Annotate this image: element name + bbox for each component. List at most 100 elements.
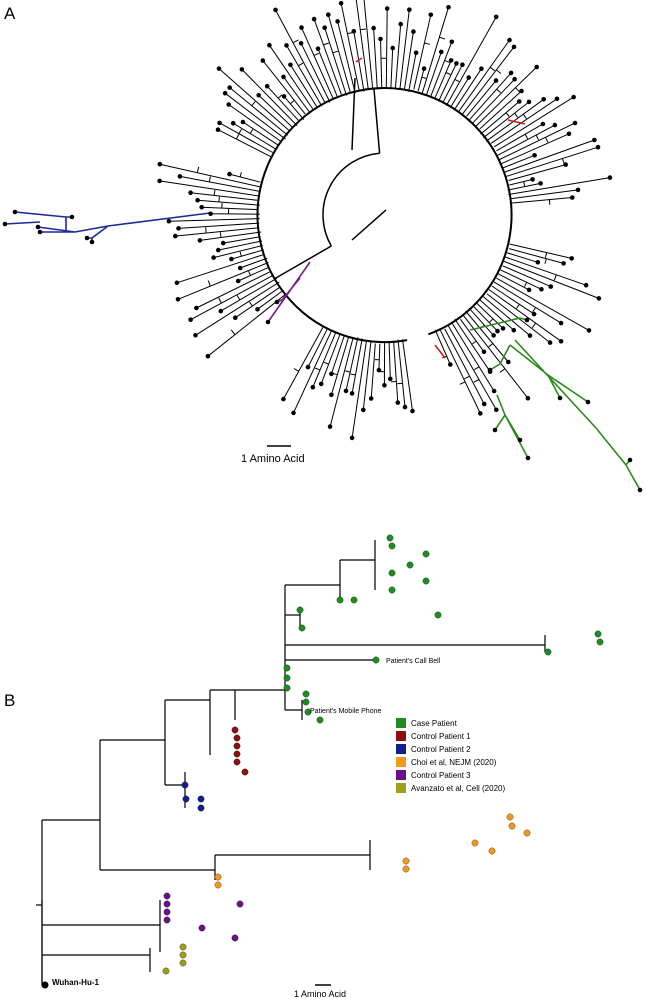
panel-b-tip-control-patient-3	[163, 916, 171, 924]
panel-b-tip-choi	[523, 829, 531, 837]
panel-a-branch	[478, 298, 515, 331]
panel-a-branch	[442, 64, 463, 103]
panel-a-branch	[449, 77, 470, 108]
panel-a-branch	[217, 129, 272, 158]
panel-a-branch	[532, 307, 537, 313]
panel-a-branch	[208, 176, 211, 183]
panel-a-label: A	[4, 4, 16, 23]
panel-a-tip	[260, 58, 266, 63]
panel-a-branch	[489, 318, 494, 323]
panel-a-branch	[235, 286, 280, 319]
panel-a-arc	[322, 152, 380, 247]
panel-a-tip	[218, 308, 224, 314]
panel-a-branch	[445, 16, 497, 106]
panel-b-tip-case-patient	[386, 534, 394, 542]
panel-a-tip	[273, 7, 278, 13]
panel-a-tip	[157, 161, 163, 167]
panel-a-branch	[239, 172, 242, 178]
panel-a-branch	[196, 166, 200, 173]
panel-a-branch	[293, 329, 333, 414]
panel-a-tip	[449, 39, 455, 45]
panel-a-tip	[410, 408, 415, 414]
panel-a-tip	[188, 317, 193, 323]
panel-a-tip	[495, 328, 500, 334]
panel-a-tip	[318, 381, 324, 387]
panel-b-tip-case-patient	[434, 611, 442, 619]
panel-b-tip-control-patient-1	[241, 768, 249, 776]
panel-a-branch	[323, 42, 329, 46]
panel-a-branch	[312, 331, 337, 388]
panel-b-tip-control-patient-2	[197, 795, 205, 803]
panel-a-tip	[166, 218, 172, 224]
panel-a-branch	[523, 181, 526, 187]
panel-a-branch	[474, 66, 538, 128]
panel-b-tip-control-patient-3	[198, 924, 206, 932]
panel-a-tip	[572, 120, 578, 126]
panel-a-branch	[258, 94, 294, 129]
panel-a-branch	[327, 14, 352, 94]
panel-a-tip	[193, 333, 198, 338]
panel-a-branch	[324, 27, 347, 96]
panel-a-branch	[353, 31, 365, 92]
panel-a-tip	[267, 42, 272, 48]
panel-a-tip	[596, 296, 602, 301]
panel-a-branch	[373, 28, 378, 90]
panel-a-tip	[627, 457, 633, 463]
panel-a-tip	[558, 339, 564, 344]
panel-a-branch	[237, 266, 269, 282]
panel-a-tip	[491, 333, 496, 338]
panel-a-branch	[483, 101, 530, 139]
panel-a-branch	[231, 249, 264, 260]
panel-a-branch	[232, 122, 277, 150]
panel-a-tip	[395, 400, 401, 405]
panel-a-branch	[286, 45, 323, 107]
panel-a-branch	[213, 244, 263, 259]
panel-a-branch	[199, 231, 262, 241]
panel-b-tip-avanzato	[162, 967, 170, 975]
panel-a-branch	[218, 297, 222, 304]
panel-a-tip	[235, 278, 241, 284]
panel-a-tip	[338, 0, 344, 6]
panel-a-branch	[498, 268, 542, 290]
panel-b-tip-choi	[488, 847, 496, 855]
panel-a-tip	[569, 256, 574, 261]
panel-b-tip-control-patient-3	[163, 900, 171, 908]
panel-a-branch	[434, 329, 451, 365]
panel-b-tip-case-patient	[350, 596, 358, 604]
panel-a-branch	[408, 52, 417, 92]
panel-a-tip	[478, 411, 483, 416]
panel-a-branch	[450, 321, 495, 392]
panel-a-branch	[168, 218, 260, 222]
legend-item: Control Patient 3	[396, 770, 471, 780]
panel-a-tip	[89, 239, 95, 245]
panel-a-branch	[207, 280, 211, 287]
panel-a-branch	[301, 27, 334, 99]
panel-a-branch	[454, 318, 491, 372]
panel-a-branch	[241, 69, 298, 126]
panel-b-tip-control-patient-1	[233, 758, 241, 766]
panel-a-tip	[592, 137, 597, 143]
panel-b-tip-case-patient	[596, 638, 604, 646]
panel-a-branch	[544, 252, 548, 258]
panel-a-tip	[384, 6, 390, 11]
panel-a-tip	[390, 45, 396, 51]
panel-a-branch	[459, 381, 466, 385]
panel-a-tip	[454, 61, 459, 66]
panel-a-branch	[345, 337, 359, 392]
panel-a-branch	[248, 270, 251, 276]
panel-a-tip	[239, 67, 245, 72]
legend-item: Case Patient	[396, 718, 458, 728]
panel-a-tip	[208, 211, 213, 217]
panel-a-branch	[240, 257, 268, 269]
panel-a-branch	[282, 327, 324, 400]
panel-b-tip-dots	[41, 534, 604, 989]
panel-a-branch	[277, 94, 283, 99]
panel-a-scale-label: 1 Amino Acid	[241, 453, 305, 465]
panel-a-branch	[228, 104, 283, 143]
panel-b-tip-choi	[506, 813, 514, 821]
panel-a-branch	[468, 72, 512, 121]
panel-a-branch	[314, 367, 321, 371]
panel-a-branch	[351, 338, 363, 394]
panel-a-tip	[413, 50, 419, 56]
panel-a-branch	[262, 60, 306, 115]
